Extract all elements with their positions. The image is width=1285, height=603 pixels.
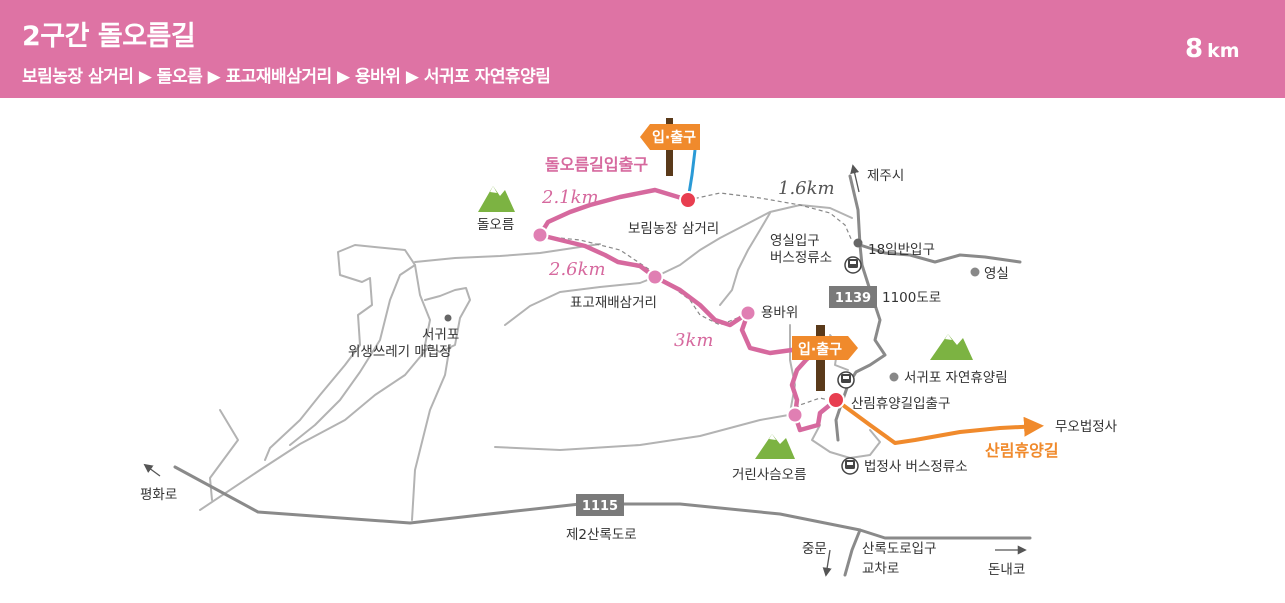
forest-entrance-node — [827, 391, 845, 409]
forest-trail-label: 산림휴양길 — [985, 441, 1059, 460]
forestpark-point — [889, 372, 899, 382]
arrow-jeju — [850, 164, 860, 193]
distance-value: 8 — [1185, 34, 1204, 64]
label-forest-entrance: 산림휴양길입출구 — [851, 396, 950, 412]
label-yeongsil-bus-1: 영실입구 — [770, 233, 820, 249]
trail-seg5 — [792, 397, 839, 433]
signpost-top: 입·출구 — [640, 118, 700, 176]
trail-seg1 — [537, 187, 691, 238]
road-forest-loop — [789, 324, 796, 414]
forest-trail-route — [834, 398, 1044, 445]
road-yeongsil — [858, 243, 1022, 264]
label-2nd-sanrok: 제2산록도로 — [566, 527, 637, 543]
label-jungmun: 중문 — [802, 541, 827, 557]
place-points — [444, 238, 980, 382]
road-badge-1139: 1139 — [829, 286, 877, 308]
dashed-link-a — [539, 235, 651, 271]
dashed-connector-1.6km — [687, 192, 853, 242]
arrow-pyeonghwa — [143, 463, 161, 477]
svg-text:1115: 1115 — [582, 499, 618, 514]
road-1115 — [173, 465, 952, 540]
label-doloreum: 돌오름 — [477, 217, 514, 233]
label-donnaeko: 돈내코 — [988, 562, 1025, 578]
signpost-top-label: 입·출구 — [652, 129, 696, 146]
label-jeju-city: 제주시 — [867, 168, 904, 184]
label-landfill-1: 서귀포 — [422, 327, 459, 343]
road-far-west — [209, 409, 239, 501]
page-title: 2구간 돌오름길 — [22, 21, 196, 52]
entrance-name-label: 돌오름길입출구 — [545, 155, 648, 174]
landfill-point — [444, 314, 452, 322]
label-yeongsil: 영실 — [984, 266, 1009, 282]
road-pyogo-west — [504, 276, 656, 326]
label-sanrok-junction-1: 산록도로입구 — [862, 541, 937, 557]
eighteen-point — [853, 238, 863, 248]
label-georin: 거린사슴오름 — [732, 467, 807, 483]
label-road-1100: 1100도로 — [882, 290, 941, 306]
distance-unit: km — [1207, 40, 1240, 62]
label-beopjeongsa-bus: 법정사 버스정류소 — [864, 459, 968, 475]
road-east-link — [654, 204, 853, 278]
label-yeongsil-bus-2: 버스정류소 — [770, 250, 832, 266]
label-pyogo: 표고재배삼거리 — [570, 295, 657, 311]
road-landfill-loop — [264, 244, 416, 461]
bus-stop-icon — [844, 256, 862, 274]
label-eighteen: 18임반입구 — [868, 242, 935, 258]
label-landfill-2: 위생쓰레기 매립장 — [348, 344, 452, 360]
road-landfill-inner — [414, 264, 471, 353]
road-south-spur — [811, 424, 881, 459]
road-yongbawi-loop — [719, 212, 771, 306]
trail-seg2 — [537, 232, 658, 280]
label-sanrok-junction-2: 교차로 — [862, 561, 899, 577]
road-south-branch — [843, 528, 862, 577]
pyogo-node — [646, 268, 664, 286]
label-forest-park: 서귀포 자연휴양림 — [904, 370, 1008, 386]
label-pyeonghwa: 평화로 — [140, 487, 177, 503]
header-banner: 2구간 돌오름길 보림농장 삼거리 ▶ 돌오름 ▶ 표고재배삼거리 ▶ 용바위 … — [0, 0, 1285, 98]
arrow-jungmun — [822, 549, 832, 577]
signpost-bottom-label: 입·출구 — [798, 341, 842, 358]
connector-distance: 1.6km — [778, 178, 835, 199]
svg-text:1139: 1139 — [835, 291, 871, 306]
seg2-distance: 2.6km — [548, 259, 606, 280]
label-borim: 보림농장 삼거리 — [628, 221, 719, 237]
road-landfill-spur — [411, 344, 451, 521]
label-yongbawi: 용바위 — [761, 305, 798, 321]
seg3-distance: 3km — [674, 330, 713, 351]
borim-entrance-node — [679, 191, 697, 209]
mountain-icon — [755, 434, 795, 459]
doloreum-node — [531, 226, 549, 244]
mountain-icon — [478, 186, 515, 212]
yeongsil-point — [970, 267, 980, 277]
trail-map: 입·출구 입·출구 — [140, 118, 1118, 578]
road-west-dolreum — [414, 243, 601, 263]
signpost-bottom: 입·출구 — [792, 325, 858, 391]
road-landfill-west — [289, 264, 416, 446]
road-south-mid — [494, 412, 801, 451]
seg1-distance: 2.1km — [541, 187, 599, 208]
route-summary: 보림농장 삼거리 ▶ 돌오름 ▶ 표고재배삼거리 ▶ 용바위 ▶ 서귀포 자연휴… — [22, 67, 551, 87]
road-badge-1115: 1115 — [576, 494, 624, 516]
trail-nodes — [531, 191, 845, 424]
bus-stop-icon — [837, 371, 855, 389]
label-muo: 무오법정사 — [1055, 419, 1118, 435]
bus-stop-icon — [841, 457, 859, 475]
road-southwest — [199, 344, 431, 511]
yongbawi-node — [739, 304, 757, 322]
georin-node — [786, 406, 804, 424]
mountain-icon — [930, 334, 973, 360]
